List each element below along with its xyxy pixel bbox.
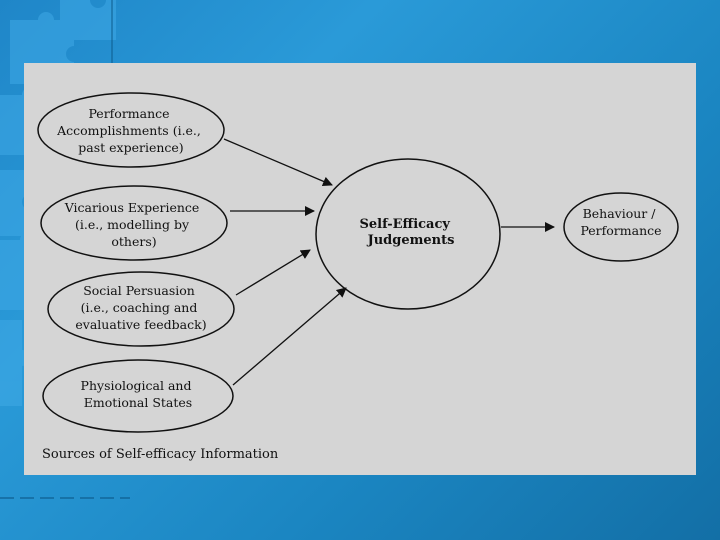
vicarious-label-line3: others) (111, 234, 156, 249)
svg-text:Self-Efficacy Judgements: Self-Efficacy Judgements (360, 217, 455, 248)
svg-text:Performance Accomplishme: Performance Accomplishments (i.e., past … (56, 106, 205, 155)
puzzle-piece-shape (60, 0, 116, 40)
svg-text:Physiological and Emotio: Physiological and Emotional States (81, 378, 196, 410)
performance-label-line2: Accomplishments (i.e., (56, 123, 201, 138)
persuasion-label-line1: Social Persuasion (83, 283, 195, 298)
self-efficacy-label-line1: Self-Efficacy (360, 217, 451, 232)
behaviour-label-line2: Performance (580, 223, 661, 238)
self-efficacy-label-line2: Judgements (367, 233, 455, 248)
arrow-persuasion-to-self-efficacy (236, 250, 310, 295)
behaviour-label-line1: Behaviour / (583, 206, 657, 221)
svg-text:Behaviour / Performance: Behaviour / Performance (580, 206, 661, 238)
persuasion-label-line2: (i.e., coaching and (81, 300, 198, 315)
self-efficacy-diagram: Performance Accomplishments (i.e., past … (24, 63, 696, 475)
svg-text:Social Persuasion (i.e.,: Social Persuasion (i.e., coaching and ev… (75, 283, 206, 332)
svg-text:Vicarious Experience (i.: Vicarious Experience (i.e., modelling by… (64, 200, 204, 249)
arrow-physiological-to-self-efficacy (233, 288, 346, 385)
diagram-panel: Performance Accomplishments (i.e., past … (24, 63, 696, 475)
persuasion-label-line3: evaluative feedback) (75, 317, 206, 332)
performance-label-line1: Performance (88, 106, 169, 121)
vicarious-label-line2: (i.e., modelling by (75, 217, 190, 232)
diagram-caption: Sources of Self-efficacy Information (42, 447, 279, 462)
performance-label-line3: past experience) (78, 140, 183, 155)
vicarious-label-line1: Vicarious Experience (64, 200, 200, 215)
physiological-label-line1: Physiological and (81, 378, 192, 393)
physiological-label-line2: Emotional States (84, 395, 192, 410)
arrow-performance-to-self-efficacy (224, 139, 332, 185)
